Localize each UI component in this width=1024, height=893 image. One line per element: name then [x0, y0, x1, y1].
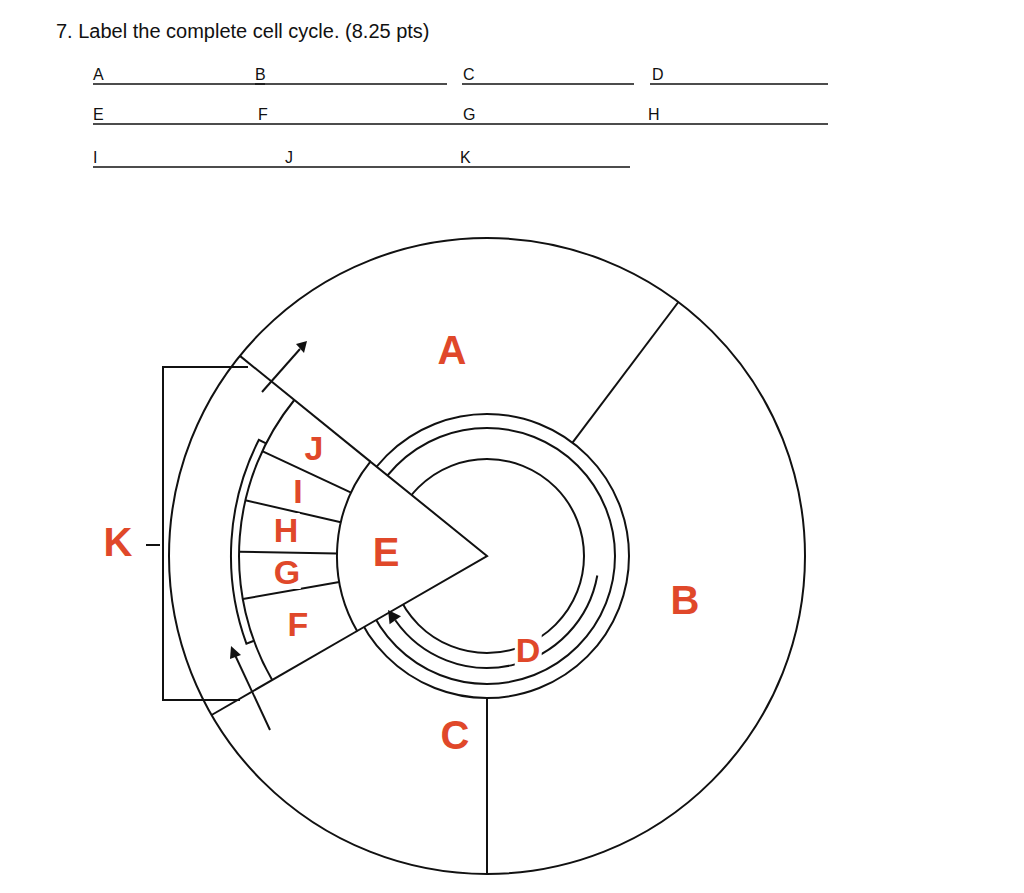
blank-letter: E: [93, 106, 104, 124]
region-letter: K: [103, 522, 134, 562]
blank-letter: J: [285, 149, 293, 167]
blank-letter: K: [460, 149, 471, 167]
region-letter: B: [670, 580, 701, 620]
region-letter: I: [292, 474, 303, 508]
region-letter: J: [304, 431, 325, 465]
region-letter: E: [372, 532, 401, 572]
region-letter: H: [273, 513, 300, 547]
question-title: 7. Label the complete cell cycle. (8.25 …: [56, 20, 430, 43]
blank-letter: B: [255, 66, 266, 84]
blank-letter: H: [648, 106, 660, 124]
blank-letter: G: [463, 106, 475, 124]
blank-letter: A: [93, 66, 104, 84]
region-letter: G: [273, 555, 301, 589]
blank-letter: I: [93, 149, 97, 167]
region-letter: F: [287, 607, 310, 641]
region-letter: A: [437, 330, 468, 370]
blank-letter: C: [463, 66, 475, 84]
blank-letter: F: [258, 106, 268, 124]
blank-letter: D: [652, 66, 664, 84]
region-letter: C: [440, 715, 471, 755]
region-letter: D: [515, 633, 542, 667]
